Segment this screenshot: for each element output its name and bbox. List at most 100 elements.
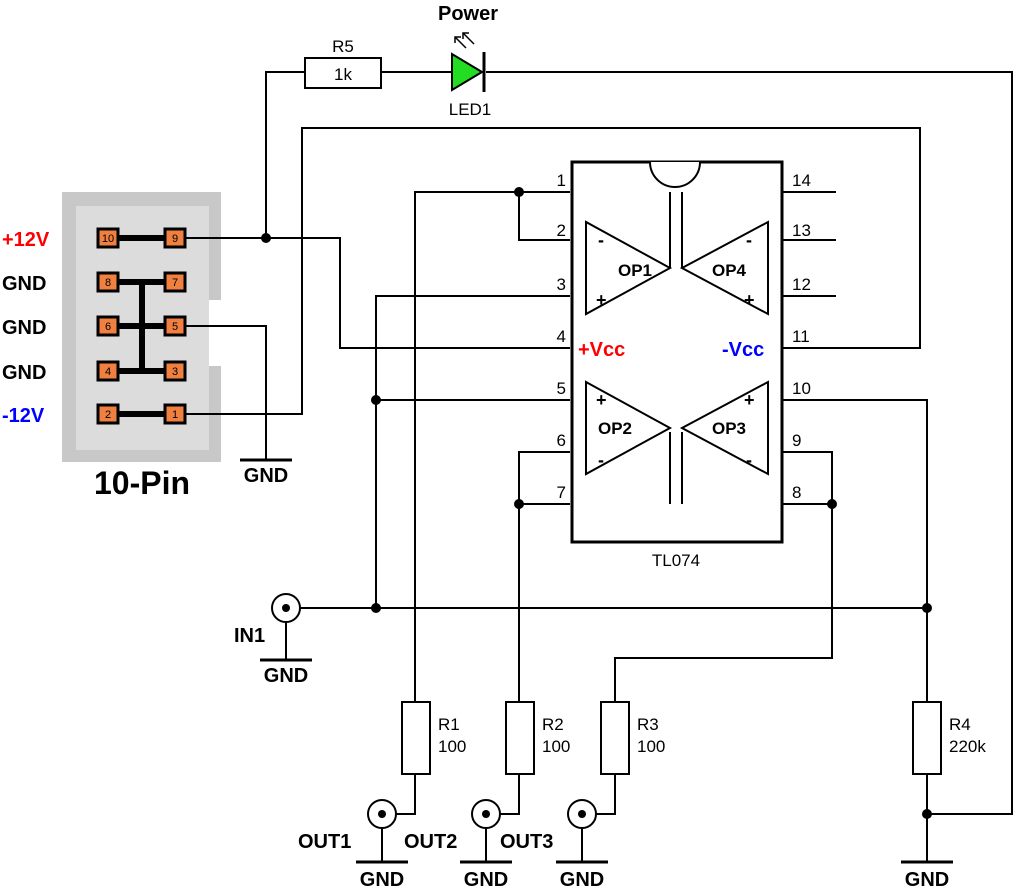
svg-text:6: 6 (557, 431, 566, 450)
svg-text:R2: R2 (542, 715, 564, 734)
svg-text:+: + (596, 390, 607, 410)
svg-text:GND: GND (244, 465, 288, 487)
pin-8: 8 (96, 271, 120, 293)
svg-text:OUT2: OUT2 (404, 831, 457, 853)
label-gnd-2: GND (2, 317, 46, 339)
svg-text:OUT3: OUT3 (500, 831, 553, 853)
connector-title: 10-Pin (94, 465, 190, 501)
svg-text:+: + (744, 390, 755, 410)
gnd-connector: GND (240, 458, 292, 487)
in1-label: IN1 (234, 625, 265, 647)
svg-text:8: 8 (792, 483, 801, 502)
svg-text:1k: 1k (334, 65, 352, 84)
ic-part-label: TL074 (652, 551, 700, 570)
vcc-neg-label: -Vcc (722, 339, 764, 361)
svg-text:10: 10 (792, 379, 811, 398)
opamp-op1: - + OP1 (585, 220, 673, 316)
svg-text:4: 4 (557, 327, 566, 346)
resistor-r5: R5 1k (304, 37, 382, 89)
svg-text:9: 9 (792, 431, 801, 450)
label-plus-12v: +12V (2, 229, 50, 251)
wires (185, 71, 1013, 862)
ic-notch (649, 161, 701, 188)
svg-text:R1: R1 (438, 715, 460, 734)
svg-text:GND: GND (464, 869, 508, 891)
ic-tl074: TL074 - + OP1 - + OP4 + - OP2 (557, 160, 811, 570)
svg-text:OP3: OP3 (712, 419, 746, 438)
gnd-r4: GND (901, 860, 953, 891)
ic-pin-numbers: 1 2 3 4 5 6 7 8 9 10 11 12 13 14 (557, 171, 811, 502)
svg-text:-: - (746, 450, 752, 470)
svg-text:R4: R4 (949, 715, 971, 734)
led-power: Power LED1 (438, 3, 498, 119)
connector-key-notch (209, 300, 221, 366)
pin-9: 9 (163, 227, 187, 249)
svg-text:OUT1: OUT1 (298, 831, 351, 853)
pin-2: 2 (96, 403, 120, 425)
svg-text:OP2: OP2 (598, 419, 632, 438)
svg-text:7: 7 (557, 483, 566, 502)
svg-text:3: 3 (557, 275, 566, 294)
svg-text:1: 1 (557, 171, 566, 190)
led-ref: LED1 (449, 100, 492, 119)
gnd-out1: GND (356, 860, 408, 891)
light-arrows-icon (454, 32, 475, 49)
svg-text:2: 2 (557, 221, 566, 240)
gnd-in1: GND (260, 658, 312, 687)
svg-text:OP4: OP4 (712, 261, 747, 280)
svg-text:4: 4 (105, 366, 111, 378)
output-jack-out3: OUT3 (500, 799, 597, 862)
svg-text:100: 100 (637, 737, 665, 756)
opamp-op2: + - OP2 (585, 380, 673, 476)
svg-text:GND: GND (560, 869, 604, 891)
label-gnd-1: GND (2, 273, 46, 295)
svg-text:6: 6 (105, 321, 111, 333)
svg-text:11: 11 (792, 327, 810, 346)
svg-text:9: 9 (172, 233, 178, 245)
svg-text:3: 3 (172, 366, 178, 378)
resistor-r3: R3 100 (600, 701, 665, 775)
svg-text:8: 8 (105, 277, 111, 289)
output-jack-out2: OUT2 (404, 799, 501, 862)
svg-text:100: 100 (542, 737, 570, 756)
svg-text:+: + (596, 290, 607, 310)
svg-text:OP1: OP1 (618, 261, 652, 280)
junction-dots (261, 187, 932, 819)
svg-text:1: 1 (172, 409, 178, 421)
led-title: Power (438, 3, 498, 25)
pin-3: 3 (163, 360, 187, 382)
svg-text:14: 14 (792, 171, 811, 190)
svg-text:GND: GND (264, 665, 308, 687)
gnd-out2: GND (460, 860, 512, 891)
svg-text:2: 2 (105, 409, 111, 421)
resistor-r2: R2 100 (505, 701, 570, 775)
svg-text:GND: GND (360, 869, 404, 891)
resistor-r1: R1 100 (401, 701, 466, 775)
pin-10: 10 (96, 227, 120, 249)
output-jack-out1: OUT1 (298, 799, 397, 862)
pin-7: 7 (163, 271, 187, 293)
svg-text:220k: 220k (949, 737, 986, 756)
svg-text:+: + (744, 290, 755, 310)
pin-1: 1 (163, 403, 187, 425)
label-gnd-3: GND (2, 362, 46, 384)
input-jack-in1: IN1 (234, 593, 301, 647)
svg-text:R3: R3 (637, 715, 659, 734)
opamp-op4: - + OP4 (679, 220, 769, 316)
svg-text:GND: GND (905, 869, 949, 891)
svg-text:7: 7 (172, 277, 178, 289)
vcc-pos-label: +Vcc (578, 339, 625, 361)
ic-body (570, 160, 784, 544)
svg-text:-: - (598, 450, 604, 470)
svg-text:5: 5 (172, 321, 178, 333)
opamp-op3: + - OP3 (679, 380, 769, 476)
svg-text:-: - (746, 230, 752, 250)
pin-5: 5 (163, 315, 187, 337)
svg-text:R5: R5 (332, 37, 354, 56)
label-minus-12v: -12V (2, 405, 45, 427)
svg-text:13: 13 (792, 221, 811, 240)
svg-text:100: 100 (438, 737, 466, 756)
gnd-out3: GND (556, 860, 608, 891)
svg-text:5: 5 (557, 379, 566, 398)
